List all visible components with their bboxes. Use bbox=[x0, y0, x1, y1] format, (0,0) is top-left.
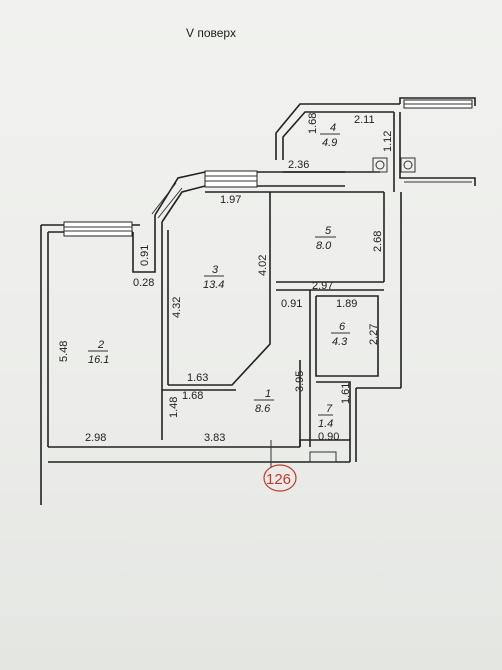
dim-r2-a: 0.91 bbox=[139, 245, 151, 266]
dim-r4-width: 2.11 bbox=[354, 114, 375, 126]
dim-r4-side: 1.12 bbox=[382, 131, 394, 152]
room-5-area: 8.0 bbox=[316, 240, 332, 252]
room-2-area: 16.1 bbox=[88, 354, 109, 366]
room-2-number: 2 bbox=[97, 339, 104, 351]
floor-title: V поверх bbox=[186, 26, 236, 40]
dim-r1-top: 1.68 bbox=[182, 390, 203, 402]
room-7-area: 1.4 bbox=[318, 418, 333, 430]
dim-r3-left: 4.32 bbox=[171, 297, 183, 318]
dim-r3-top: 1.97 bbox=[220, 194, 241, 206]
window-room-2 bbox=[63, 221, 133, 237]
apartment-stamp: 126 bbox=[263, 464, 297, 492]
walls bbox=[40, 97, 476, 505]
room-6-number: 6 bbox=[339, 321, 346, 333]
dim-hall-left: 1.48 bbox=[168, 397, 180, 418]
shaft-right bbox=[400, 157, 416, 173]
dim-r3-bottom: 1.63 bbox=[187, 372, 208, 384]
dimension-labels: 1.68 2.11 1.12 2.36 1.97 2.68 0.91 0.28 … bbox=[58, 113, 394, 444]
dim-r7-side: 1.61 bbox=[340, 383, 352, 404]
dim-r5-side: 2.68 bbox=[372, 231, 384, 252]
dim-r6-side: 2.27 bbox=[368, 324, 380, 345]
dim-r1-bottom: 3.83 bbox=[204, 432, 225, 444]
windows bbox=[63, 99, 473, 237]
dim-r2-bottom: 2.98 bbox=[85, 432, 106, 444]
room-3-area: 13.4 bbox=[203, 279, 224, 291]
room-labels: 2 16.1 3 13.4 4 4.9 5 8.0 6 4.3 1 8.6 7 … bbox=[88, 122, 350, 430]
dim-r7-bottom: 0.90 bbox=[318, 431, 339, 443]
dim-r2-height: 5.48 bbox=[58, 341, 70, 362]
room-3-number: 3 bbox=[212, 264, 219, 276]
dim-r6-left: 0.91 bbox=[281, 298, 302, 310]
room-1-number: 1 bbox=[265, 388, 271, 400]
ventilation-shafts bbox=[372, 157, 416, 173]
dim-r4-height: 1.68 bbox=[307, 113, 319, 134]
dim-r1-side: 3.95 bbox=[294, 371, 306, 392]
dim-r6-top: 1.89 bbox=[336, 298, 357, 310]
room-4-number: 4 bbox=[330, 122, 336, 134]
dim-r3-right: 4.02 bbox=[257, 255, 269, 276]
room-4-area: 4.9 bbox=[322, 137, 337, 149]
dim-r2-b: 0.28 bbox=[133, 277, 154, 289]
dim-r4-bottom: 2.36 bbox=[288, 159, 309, 171]
room-6-area: 4.3 bbox=[332, 336, 348, 348]
shaft-left bbox=[372, 157, 388, 173]
room-7-number: 7 bbox=[326, 403, 333, 415]
window-room-3 bbox=[204, 170, 258, 188]
room-1-area: 8.6 bbox=[255, 403, 271, 415]
apartment-number: 126 bbox=[266, 471, 291, 488]
room-5-number: 5 bbox=[325, 225, 332, 237]
stair-niche bbox=[309, 451, 337, 463]
dim-r5-bottom: 2.97 bbox=[312, 280, 333, 292]
